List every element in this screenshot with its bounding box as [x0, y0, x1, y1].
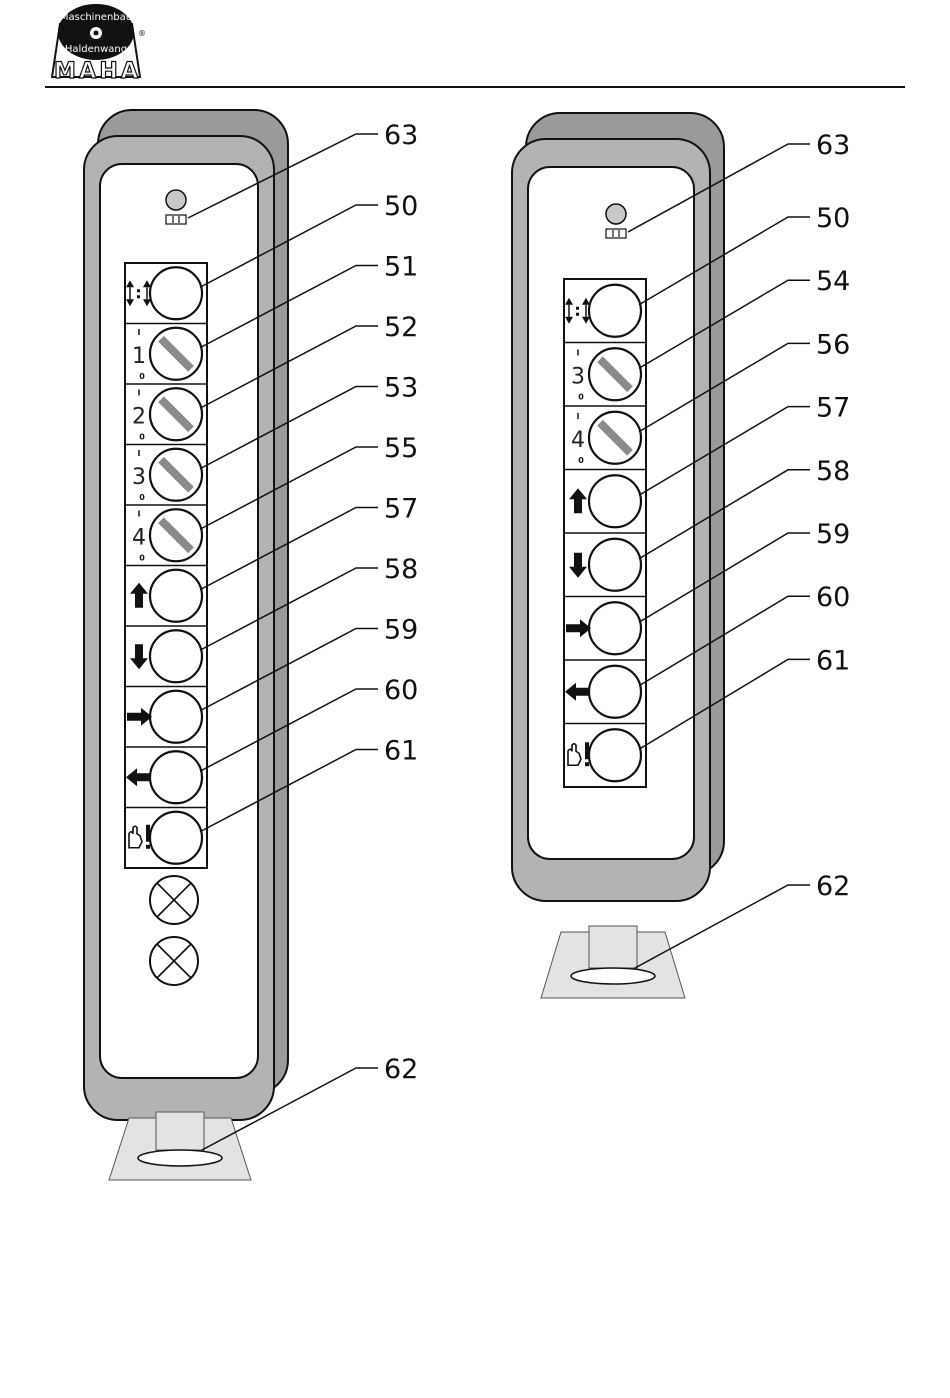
- pendant-right: 63 50I 3 0 54I 4 0 56 57 58 59 60 61 62: [512, 113, 850, 998]
- callout-label: 51: [384, 252, 418, 283]
- callout-label: 60: [816, 582, 850, 613]
- switch-position-off-label: 0: [139, 493, 145, 502]
- callout-label: 52: [384, 312, 418, 343]
- callout-label: 59: [816, 519, 850, 550]
- callout-label: 58: [816, 456, 850, 487]
- callout-label: 63: [384, 120, 418, 151]
- registered-mark: ®: [138, 29, 146, 38]
- switch-position-number: 2: [132, 404, 146, 429]
- pilot-lamp: [606, 204, 626, 224]
- switch-position-off-label: 0: [139, 553, 145, 562]
- callout-label: 50: [384, 191, 418, 222]
- push-button[interactable]: [589, 666, 641, 718]
- push-button[interactable]: [150, 812, 202, 864]
- indicator-lamp-icon: [150, 937, 198, 985]
- switch-position-on-label: I: [138, 388, 141, 397]
- switch-position-number: 4: [132, 525, 146, 550]
- switch-position-number: 1: [132, 344, 146, 369]
- logo-top-text: Maschinenbau: [60, 12, 132, 23]
- switch-position-off-label: 0: [578, 456, 584, 465]
- stand-base: [109, 1112, 251, 1180]
- logo-brand-text: MAHA: [54, 59, 138, 84]
- switch-position-on-label: I: [138, 328, 141, 337]
- callout-label: 59: [384, 615, 418, 646]
- switch-position-on-label: I: [577, 348, 580, 357]
- switch-position-number: 3: [571, 364, 585, 389]
- switch-position-off-label: 0: [139, 372, 145, 381]
- push-button[interactable]: [150, 751, 202, 803]
- indicator-lamp-icon: [150, 876, 198, 924]
- switch-position-on-label: I: [138, 509, 141, 518]
- callout-label: 63: [816, 130, 850, 161]
- callout-label: 61: [816, 645, 850, 676]
- callout-label: 53: [384, 373, 418, 404]
- callout-label: 57: [816, 393, 850, 424]
- callout-label: 60: [384, 675, 418, 706]
- push-button[interactable]: [150, 630, 202, 682]
- switch-position-on-label: I: [577, 412, 580, 421]
- push-button[interactable]: [150, 691, 202, 743]
- push-button[interactable]: [589, 475, 641, 527]
- plug-icon: [166, 215, 186, 224]
- callout-label: 62: [384, 1054, 418, 1085]
- push-button[interactable]: [589, 602, 641, 654]
- switch-position-off-label: 0: [139, 432, 145, 441]
- switch-position-number: 3: [132, 465, 146, 490]
- callout-label: 61: [384, 736, 418, 767]
- callout-label: 62: [816, 871, 850, 902]
- push-button[interactable]: [150, 570, 202, 622]
- logo-bottom-text: Haldenwang: [65, 44, 127, 55]
- push-button[interactable]: [589, 539, 641, 591]
- callout-label: 55: [384, 433, 418, 464]
- switch-position-on-label: I: [138, 449, 141, 458]
- callout-label: 58: [384, 554, 418, 585]
- push-button[interactable]: [589, 285, 641, 337]
- plug-icon: [606, 229, 626, 238]
- switch-position-number: 4: [571, 428, 585, 453]
- push-button[interactable]: [589, 729, 641, 781]
- maha-logo: Maschinenbau Haldenwang MAHA ®: [52, 4, 146, 84]
- callout-label: 57: [384, 494, 418, 525]
- callout-label: 56: [816, 329, 850, 360]
- logo-gear-icon: [90, 27, 102, 39]
- callout-label: 54: [816, 266, 850, 297]
- push-button[interactable]: [150, 267, 202, 319]
- stand-base: [541, 926, 685, 998]
- callout-label: 50: [816, 203, 850, 234]
- pilot-lamp: [166, 190, 186, 210]
- switch-position-off-label: 0: [578, 392, 584, 401]
